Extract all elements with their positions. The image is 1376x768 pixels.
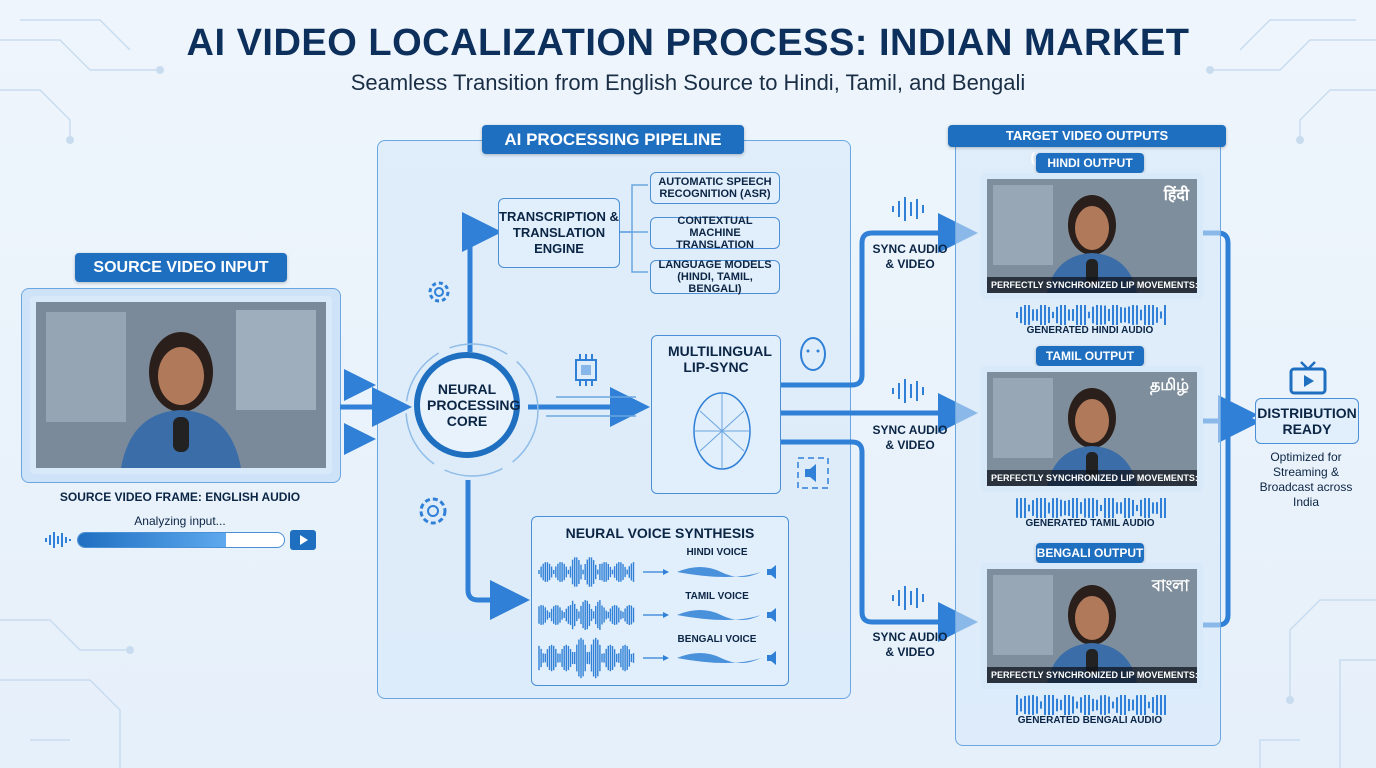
sync-label-bengali: SYNC AUDIO & VIDEO (872, 630, 948, 659)
asr-box: AUTOMATIC SPEECH RECOGNITION (ASR) (650, 172, 780, 204)
page-title: AI VIDEO LOCALIZATION PROCESS: INDIAN MA… (186, 22, 1190, 64)
speaker-icon (797, 457, 829, 489)
output-script-label-0: हिंदी (1163, 187, 1189, 204)
output-audio-wave-1 (1016, 498, 1166, 518)
pipeline-tag: AI PROCESSING PIPELINE (482, 125, 744, 154)
sync-wave-icon-2 (892, 379, 924, 403)
voice-synthesis-title: NEURAL VOICE SYNTHESIS (565, 525, 755, 541)
gear-icon (428, 281, 450, 303)
output-audio-label-0: GENERATED HINDI AUDIO (1026, 325, 1154, 336)
face-mesh-icon (693, 392, 751, 470)
output-caption-0: PERFECTLY SYNCHRONIZED LIP MOVEMENTS: HI… (987, 277, 1197, 293)
output-script-label-1: தமிழ் (1149, 377, 1189, 394)
sync-label-hindi: SYNC AUDIO & VIDEO (872, 242, 948, 271)
presenter-illustration (36, 302, 326, 468)
page-subtitle: Seamless Transition from English Source … (350, 70, 1026, 95)
outputs-tag: TARGET VIDEO OUTPUTS (SYNCHRONIZED) (948, 125, 1226, 165)
output-caption-1: PERFECTLY SYNCHRONIZED LIP MOVEMENTS: TA… (987, 470, 1197, 486)
output-tag-2: BENGALI OUTPUT (1036, 543, 1144, 563)
sync-wave-icon-3 (892, 586, 924, 610)
output-audio-wave-0 (1016, 305, 1166, 325)
source-waveform-icon (45, 532, 71, 548)
lip-sync-label: MULTILINGUAL LIP-SYNC (668, 343, 772, 375)
hindi-voice-label: HINDI VOICE (686, 547, 748, 558)
source-progress-bar (77, 532, 285, 548)
distribution-label: DISTRIBUTION READY (1257, 405, 1357, 437)
output-audio-label-1: GENERATED TAMIL AUDIO (1025, 518, 1155, 529)
output-audio-label-2: GENERATED BENGALI AUDIO (1017, 715, 1163, 726)
lip-sync-box: MULTILINGUAL LIP-SYNC (651, 335, 781, 494)
core-label: NEURAL PROCESSING CORE (427, 381, 521, 429)
output-tag-0: HINDI OUTPUT (1036, 153, 1144, 173)
output-video-frame-2[interactable]: বাংলা PERFECTLY SYNCHRONIZED LIP MOVEMEN… (981, 563, 1203, 689)
gear-icon-lower (419, 497, 447, 525)
voice-waveforms (538, 557, 776, 679)
source-progress-fill (78, 533, 227, 547)
output-video-frame-1[interactable]: தமிழ் PERFECTLY SYNCHRONIZED LIP MOVEMEN… (981, 366, 1203, 492)
presenter-illustration-2 (987, 569, 1197, 683)
machine-translation-box: CONTEXTUAL MACHINE TRANSLATION (650, 215, 780, 251)
play-icon (300, 535, 308, 545)
face-outline-icon (800, 337, 826, 371)
output-tag-1: TAMIL OUTPUT (1036, 346, 1144, 366)
chip-icon (575, 354, 597, 386)
transcription-engine-box: TRANSCRIPTION & TRANSLATION ENGINE (498, 198, 620, 268)
output-script-label-2: বাংলা (1152, 578, 1189, 595)
tamil-voice-label: TAMIL VOICE (685, 591, 749, 602)
sync-wave-icon-1 (892, 197, 924, 221)
source-video-tag: SOURCE VIDEO INPUT (75, 253, 287, 282)
output-caption-2: PERFECTLY SYNCHRONIZED LIP MOVEMENTS: BE… (987, 667, 1197, 683)
neural-processing-core: NEURAL PROCESSING CORE (414, 352, 520, 458)
bengali-voice-label: BENGALI VOICE (677, 634, 757, 645)
source-caption: SOURCE VIDEO FRAME: ENGLISH AUDIO (59, 490, 301, 504)
transcription-label: TRANSCRIPTION & TRANSLATION ENGINE (499, 209, 619, 256)
output-audio-wave-2 (1016, 695, 1166, 715)
output-video-frame-0[interactable]: हिंदी PERFECTLY SYNCHRONIZED LIP MOVEMEN… (981, 173, 1203, 299)
play-button[interactable] (290, 530, 316, 550)
language-models-box: LANGUAGE MODELS (HINDI, TAMIL, BENGALI) (650, 259, 780, 295)
source-status: Analyzing input... (134, 514, 226, 528)
distribution-ready-box: DISTRIBUTION READY (1255, 398, 1359, 444)
sync-label-tamil: SYNC AUDIO & VIDEO (872, 423, 948, 452)
tv-icon (1289, 361, 1327, 395)
distribution-note: Optimized for Streaming & Broadcast acro… (1259, 450, 1353, 509)
source-video-frame[interactable] (30, 296, 332, 474)
